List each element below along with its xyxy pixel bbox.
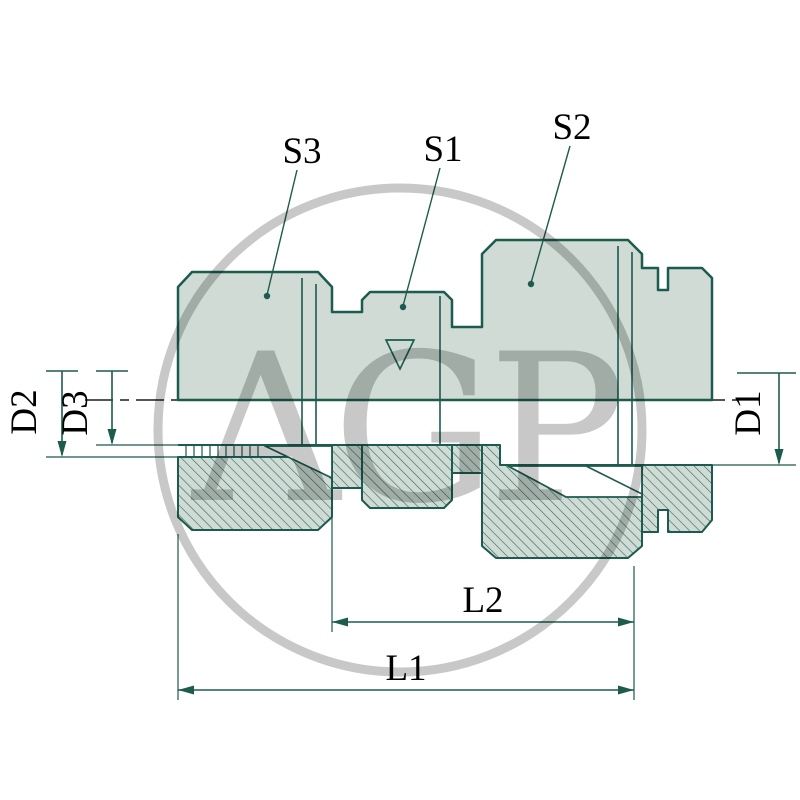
d3-arrowhead bbox=[107, 429, 117, 445]
l2-right-arrowhead bbox=[618, 617, 634, 627]
leaders bbox=[263, 145, 571, 311]
s2-leader bbox=[530, 145, 571, 284]
label-s3: S3 bbox=[282, 131, 321, 172]
length-dimensions bbox=[177, 492, 635, 700]
s2-leader-dot bbox=[527, 280, 535, 288]
label-s1: S1 bbox=[423, 129, 462, 170]
v-notch-mark bbox=[384, 339, 416, 371]
fitting-outline bbox=[176, 238, 714, 402]
l1-right-arrowhead bbox=[618, 685, 634, 695]
watermark-text: AGP bbox=[190, 311, 619, 549]
label-d2: D2 bbox=[4, 389, 45, 434]
l2-left-arrowhead bbox=[332, 617, 348, 627]
right-end-wall bbox=[641, 464, 713, 533]
d2-arrowhead bbox=[57, 441, 67, 457]
l1-left-arrowhead bbox=[178, 685, 194, 695]
s1-leader-dot bbox=[399, 303, 407, 311]
watermark: AGP bbox=[153, 183, 647, 677]
s3-leader bbox=[266, 169, 298, 296]
label-d1: D1 bbox=[728, 390, 769, 435]
label-d3: D3 bbox=[55, 390, 96, 435]
watermark-circle bbox=[153, 183, 647, 677]
s3-leader-dot bbox=[263, 292, 271, 300]
d1-arrowhead bbox=[774, 449, 784, 465]
section-walls bbox=[177, 444, 713, 559]
diameter-dimensions bbox=[46, 370, 796, 466]
label-l2: L2 bbox=[462, 580, 503, 621]
thread-ticks bbox=[185, 446, 259, 457]
label-s2: S2 bbox=[552, 107, 591, 148]
